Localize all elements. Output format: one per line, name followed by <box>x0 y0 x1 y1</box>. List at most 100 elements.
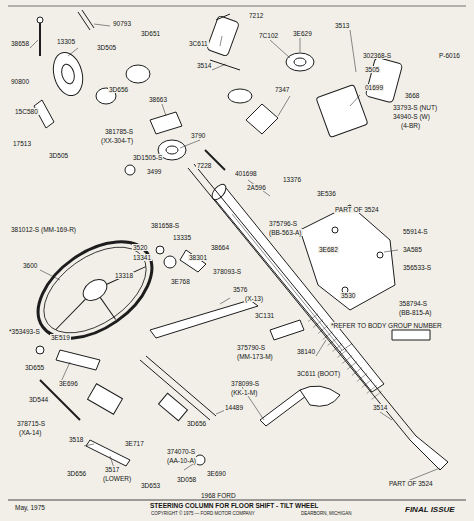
footer-rule <box>8 500 466 501</box>
callout-number: 356533-S <box>402 264 432 271</box>
callout-number: 3D505 <box>96 44 117 51</box>
callout-number: PART OF 3524 <box>334 206 380 213</box>
callout-number: 15C580 <box>14 108 39 115</box>
callout-number: 3C611 <box>188 40 209 47</box>
callout-number: 3D505 <box>48 152 69 159</box>
callout-number: 3600 <box>22 262 38 269</box>
shift-lever <box>150 300 258 338</box>
callout-number: 381785-S <box>104 128 134 135</box>
callout-number: (MM-173-M) <box>236 353 274 360</box>
header-rule <box>8 6 466 7</box>
callout-number: 3505 <box>364 66 380 73</box>
callout-number: 90800 <box>10 78 30 85</box>
callout-number: (BB-815-A) <box>398 309 433 316</box>
callout-number: 381658-S <box>150 222 180 229</box>
callout-number: 90793 <box>112 20 132 27</box>
housing <box>49 49 87 99</box>
thread-stroke <box>347 361 357 369</box>
thread-stroke <box>362 379 372 387</box>
callout-number: 3514 <box>372 404 388 411</box>
callout-number: *REFER TO BODY GROUP NUMBER <box>330 322 443 329</box>
thread-stroke <box>357 373 367 381</box>
thread-stroke <box>333 344 343 352</box>
callout-number: PART OF 3524 <box>388 480 434 487</box>
callout-number: 3576 <box>232 286 248 293</box>
callout-number: 38658 <box>10 40 30 47</box>
thread-stroke <box>372 391 382 399</box>
callout-number: 3E696 <box>58 380 79 387</box>
footer-text: COPYRIGHT © 1975 — FORD MOTOR COMPANY <box>150 512 256 517</box>
parts <box>8 6 466 500</box>
callout-number: 34940-S (W) <box>392 113 431 120</box>
callout-number: 38140 <box>296 348 316 355</box>
footer-text: DEARBORN, MICHIGAN <box>300 512 353 517</box>
callout-number: 3520 <box>132 244 148 251</box>
callout-number: 401698 <box>234 170 258 177</box>
drawing-title: STEERING COLUMN FOR FLOOR SHIFT - TILT W… <box>150 502 319 509</box>
callout-number: 381012-S (MM-169-R) <box>10 226 77 233</box>
callout-number: 3514 <box>196 62 212 69</box>
callout-number: 378715-S <box>16 420 46 427</box>
callout-number: (BB-563-A) <box>268 229 303 236</box>
callout-number: (KK-1-M) <box>230 389 258 396</box>
callout-number: 3D1505-S <box>132 154 163 161</box>
callout-number: (XX-304-T) <box>100 137 134 144</box>
callout-number: 3513 <box>334 22 350 29</box>
callout-number: 55914-S <box>402 228 429 235</box>
callout-number: 3D058 <box>176 476 197 483</box>
lock-cylinder <box>207 15 240 56</box>
callout-number: (XA-14) <box>18 429 42 436</box>
callout-number: 375796-S <box>268 220 298 227</box>
callout-number: 3D544 <box>28 396 49 403</box>
thread-stroke <box>352 367 362 375</box>
thread-stroke <box>308 314 318 322</box>
callout-number: 3C611 (BOOT) <box>296 370 341 377</box>
callout-number: 3D656 <box>186 420 207 427</box>
thread-stroke <box>313 320 323 328</box>
callout-number: 3E519 <box>50 334 71 341</box>
callout-number: (4-BR) <box>400 122 421 129</box>
callout-number: 38663 <box>148 96 168 103</box>
callout-number: 3A585 <box>402 246 423 253</box>
callout-number: 01699 <box>364 84 384 91</box>
callout-number: 302368-S <box>362 52 392 59</box>
flange-plate <box>300 205 395 310</box>
callout-number: 14489 <box>224 404 244 411</box>
callout-number: 378099-S <box>230 380 260 387</box>
callout-number: 7C102 <box>258 32 279 39</box>
callout-number: 3668 <box>404 92 420 99</box>
callout-number: 358794-S <box>398 300 428 307</box>
callout-number: 13376 <box>282 176 302 183</box>
callout-number: 3D653 <box>140 482 161 489</box>
callout-number: 13318 <box>114 272 134 279</box>
thread-stroke <box>318 326 328 334</box>
callout-number: 13335 <box>172 234 192 241</box>
callout-number: 33793-S (NUT) <box>392 104 438 111</box>
callout-number: 3E690 <box>206 470 227 477</box>
thread-stroke <box>328 338 338 346</box>
callout-number: 3499 <box>146 168 162 175</box>
callout-number: 3E768 <box>170 278 191 285</box>
footer-text: 1968 FORD <box>200 492 237 499</box>
footer-text: FINAL ISSUE <box>404 506 456 515</box>
callout-number: 3790 <box>190 132 206 139</box>
thread-stroke <box>367 385 377 393</box>
callout-number: 38301 <box>188 254 208 261</box>
cover <box>316 84 368 137</box>
callout-number: 3D656 <box>66 470 87 477</box>
steering-wheel <box>21 222 169 358</box>
callout-number: 3D656 <box>108 86 129 93</box>
boot <box>300 386 340 406</box>
callout-number: 7212 <box>248 12 264 19</box>
callout-number: 3517 <box>104 466 120 473</box>
callout-number: 2A596 <box>246 184 267 191</box>
callout-number: (LOWER) <box>102 475 132 482</box>
steering-shaft <box>188 164 416 440</box>
callout-number: 3E629 <box>292 30 313 37</box>
callout-number: 13305 <box>56 38 76 45</box>
callout-number: 3E717 <box>124 440 145 447</box>
callout-number: 374070-S <box>166 448 196 455</box>
callout-number: 3D655 <box>24 364 45 371</box>
callout-number: 17513 <box>12 140 32 147</box>
callout-number: 13341 <box>132 254 152 261</box>
